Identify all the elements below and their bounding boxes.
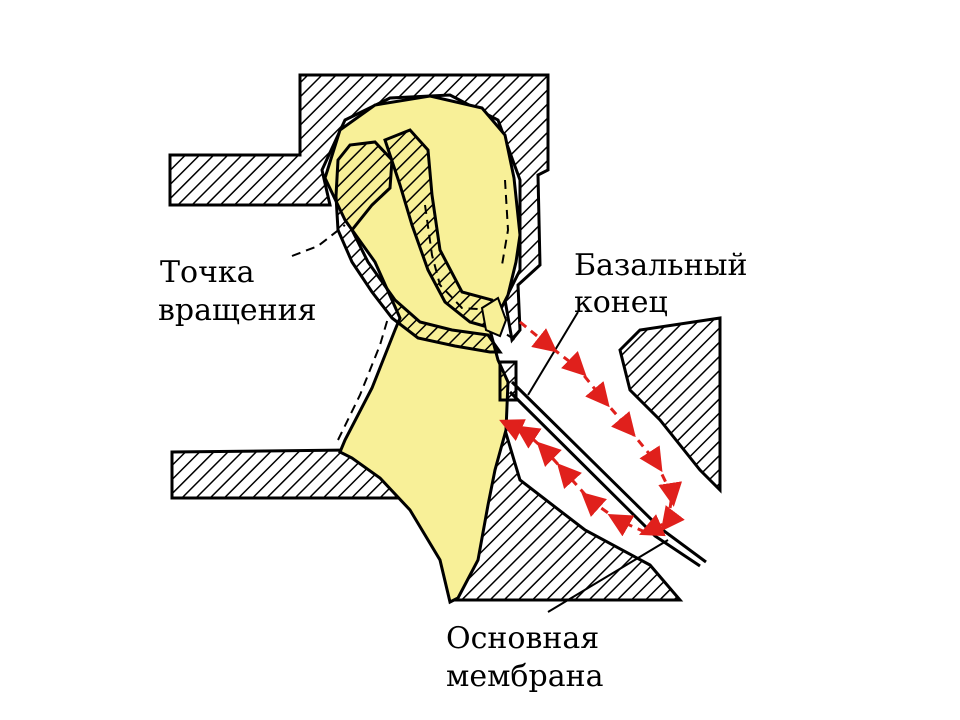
flow-arrows — [499, 320, 685, 537]
basal-end-label-line2: конец — [574, 285, 668, 320]
pivot-point-label-line2: вращения — [158, 293, 317, 328]
bone-right — [618, 316, 722, 494]
basilar-membrane-label-line1: Основная — [446, 621, 599, 656]
outer-flow-arrow — [519, 320, 685, 537]
basal-end-leader — [527, 311, 579, 396]
organ-of-corti — [334, 128, 518, 402]
pivot-point-label-line1: Точка — [160, 255, 255, 290]
inner-flow-arrow — [499, 419, 646, 537]
basilar-membrane-label-line2: мембрана — [446, 659, 604, 694]
membrane-leader — [547, 539, 669, 613]
bone-upper — [168, 73, 550, 344]
basal-end-label-line1: Базальный — [574, 248, 747, 283]
